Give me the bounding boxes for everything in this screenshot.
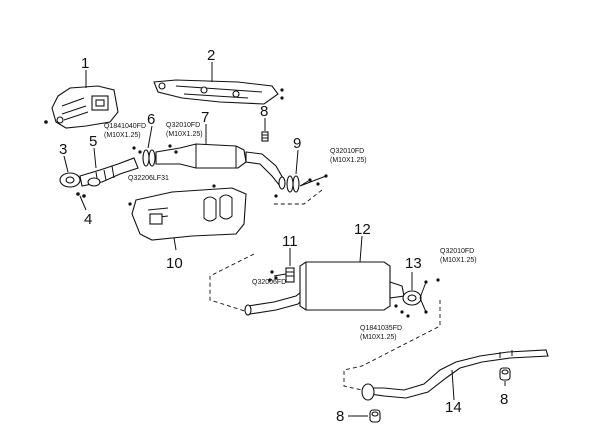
callout-4: 4	[84, 211, 92, 228]
pn-q32010-b-code: Q32010FD	[330, 148, 364, 155]
pn-q1841035-code: Q1841035FD	[360, 325, 402, 332]
pn-q32010-c-spec: (M10X1.25)	[440, 257, 477, 264]
part-3-front-flange	[59, 172, 81, 188]
callout-5: 5	[89, 133, 97, 150]
callout-8-right: 8	[500, 391, 508, 408]
part-12-muffler	[244, 261, 405, 316]
pn-q32010-a-code: Q32010FD	[166, 122, 200, 129]
part-1-manifold-heat-shield	[44, 85, 119, 129]
callout-12: 12	[354, 221, 371, 238]
callout-13: 13	[405, 255, 422, 272]
part-11-clamp	[285, 267, 295, 283]
callout-6: 6	[147, 111, 155, 128]
callout-10: 10	[166, 255, 183, 272]
part-14-tail-pipe	[361, 349, 549, 401]
callout-11: 11	[282, 233, 298, 250]
callout-14: 14	[445, 399, 462, 416]
part-8-hanger-right	[499, 367, 511, 381]
part-2-upper-heat-shield	[153, 79, 284, 105]
part-10-lower-heat-shield	[128, 184, 247, 241]
part-8-hanger-bottom	[369, 409, 381, 423]
part-8-bolt-top	[261, 131, 269, 142]
pn-q32206: Q32206LF31	[128, 175, 169, 182]
callout-1: 1	[81, 55, 89, 72]
part-5-front-pipe	[79, 157, 139, 187]
callout-8-bottom: 8	[336, 408, 344, 425]
pn-q32006: Q32006FD	[252, 279, 286, 286]
callout-2: 2	[207, 47, 215, 64]
pn-q1841040-code: Q1841040FD	[104, 123, 146, 130]
pn-q32010-a-spec: (M10X1.25)	[166, 131, 203, 138]
callout-7: 7	[201, 109, 209, 126]
part-13-gasket	[402, 290, 422, 306]
callout-9: 9	[293, 135, 301, 152]
pn-q32010-b-spec: (M10X1.25)	[330, 157, 367, 164]
part-4-studs	[76, 192, 86, 198]
part-6-gasket	[142, 149, 156, 167]
callout-3: 3	[59, 141, 67, 158]
callout-8-top: 8	[260, 103, 268, 120]
pn-q1841035-spec: (M10X1.25)	[360, 334, 397, 341]
part-7-catalytic-converter	[155, 143, 286, 190]
pn-q32010-c-code: Q32010FD	[440, 248, 474, 255]
part-9-gasket	[286, 175, 300, 193]
pn-q1841040-spec: (M10X1.25)	[104, 132, 141, 139]
